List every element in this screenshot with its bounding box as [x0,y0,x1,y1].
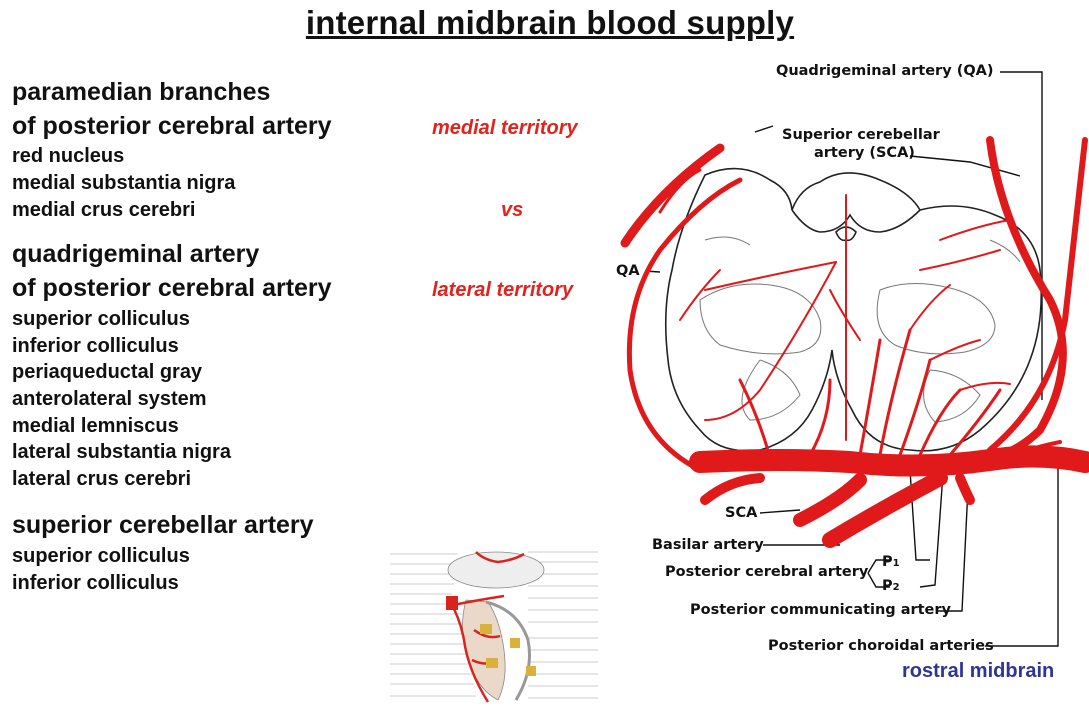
section2-heading-line1: quadrigeminal artery [12,240,259,269]
qa-label: QA [616,263,640,279]
lateral-territory-label: lateral territory [432,279,573,302]
section2-item: superior colliculus [12,308,190,331]
section3-item: inferior colliculus [12,572,179,595]
posterior-cerebral-artery-label: Posterior cerebral artery [665,564,868,580]
p1-label: P1 [882,554,900,572]
vs-label: vs [501,199,523,222]
quadrigeminal-artery-label: Quadrigeminal artery (QA) [776,63,994,79]
p2-label: P2 [882,578,900,596]
brainstem-thumbnail-image [388,540,600,704]
section1-heading-line1: paramedian branches [12,78,270,107]
superior-cerebellar-label-line2: artery (SCA) [814,145,915,161]
rostral-midbrain-caption: rostral midbrain [902,660,1054,683]
section1-item: medial substantia nigra [12,172,235,195]
posterior-choroidal-arteries-label: Posterior choroidal arteries [768,638,994,654]
section3-heading: superior cerebellar artery [12,511,314,540]
basilar-artery-label: Basilar artery [652,537,764,553]
section3-item: superior colliculus [12,545,190,568]
posterior-communicating-artery-label: Posterior communicating artery [690,602,951,618]
sca-label: SCA [725,505,757,521]
section2-item: lateral crus cerebri [12,468,191,491]
section2-item: inferior colliculus [12,335,179,358]
section2-item: anterolateral system [12,388,207,411]
section2-item: periaqueductal gray [12,361,202,384]
superior-cerebellar-label-line1: Superior cerebellar [782,127,940,143]
medial-territory-label: medial territory [432,117,578,140]
section1-item: medial crus cerebri [12,199,195,222]
section2-heading-line2: of posterior cerebral artery [12,274,332,303]
section2-item: medial lemniscus [12,415,179,438]
section1-item: red nucleus [12,145,124,168]
section1-heading-line2: of posterior cerebral artery [12,112,332,141]
page-title: internal midbrain blood supply [0,4,1089,42]
section2-item: lateral substantia nigra [12,441,231,464]
